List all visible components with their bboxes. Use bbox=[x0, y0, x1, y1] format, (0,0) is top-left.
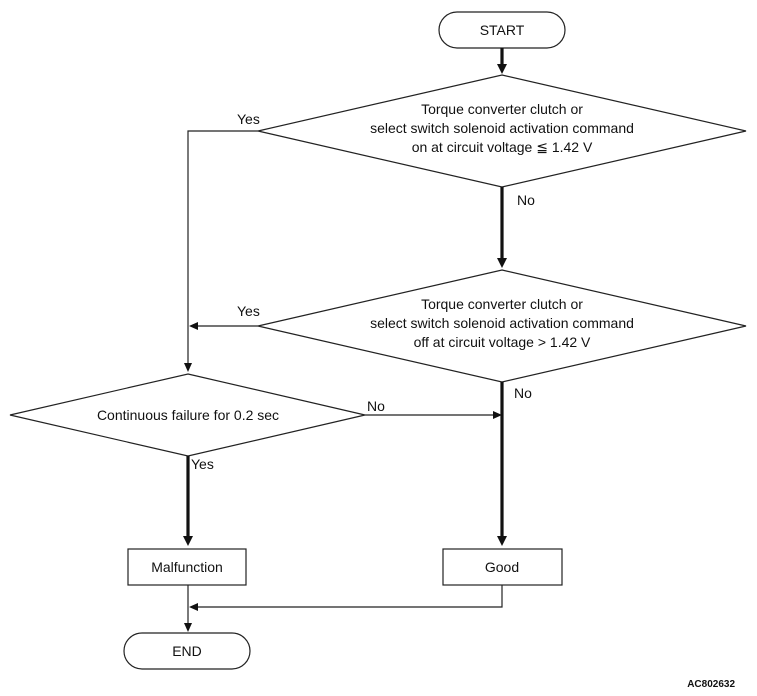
decision1-line1: Torque converter clutch or bbox=[421, 101, 583, 117]
malfunction-label: Malfunction bbox=[151, 559, 223, 575]
decision3-no-label: No bbox=[367, 398, 385, 414]
decision1-line3: on at circuit voltage ≦ 1.42 V bbox=[412, 139, 593, 155]
decision1-no-label: No bbox=[517, 192, 535, 208]
decision1-line2: select switch solenoid activation comman… bbox=[370, 120, 634, 136]
malfunction-box bbox=[127, 548, 247, 586]
arrowhead bbox=[189, 603, 198, 611]
decision2-line2: select switch solenoid activation comman… bbox=[370, 315, 634, 331]
good-label: Good bbox=[485, 559, 519, 575]
decision2-yes-label: Yes bbox=[237, 303, 260, 319]
end-terminator bbox=[123, 632, 251, 670]
start-label: START bbox=[480, 22, 525, 38]
good-box bbox=[442, 548, 563, 586]
connector-decision1-yes bbox=[187, 130, 258, 365]
arrowhead bbox=[493, 411, 502, 419]
decision2-line1: Torque converter clutch or bbox=[421, 296, 583, 312]
arrowhead bbox=[497, 258, 507, 268]
decision3-yes-label: Yes bbox=[191, 456, 214, 472]
decision2-line3: off at circuit voltage > 1.42 V bbox=[414, 334, 591, 350]
arrowhead bbox=[497, 536, 507, 546]
decision3-text: Continuous failure for 0.2 sec bbox=[97, 407, 279, 423]
arrowhead bbox=[183, 536, 193, 546]
decision1-yes-label: Yes bbox=[237, 111, 260, 127]
arrowhead bbox=[497, 64, 507, 74]
connector-good-merge bbox=[196, 585, 503, 608]
figure-id: AC802632 bbox=[687, 679, 735, 690]
decision2-no-label: No bbox=[514, 385, 532, 401]
arrowhead bbox=[184, 363, 192, 372]
arrowhead bbox=[184, 623, 192, 632]
arrowhead bbox=[189, 322, 198, 330]
end-label: END bbox=[172, 643, 202, 659]
